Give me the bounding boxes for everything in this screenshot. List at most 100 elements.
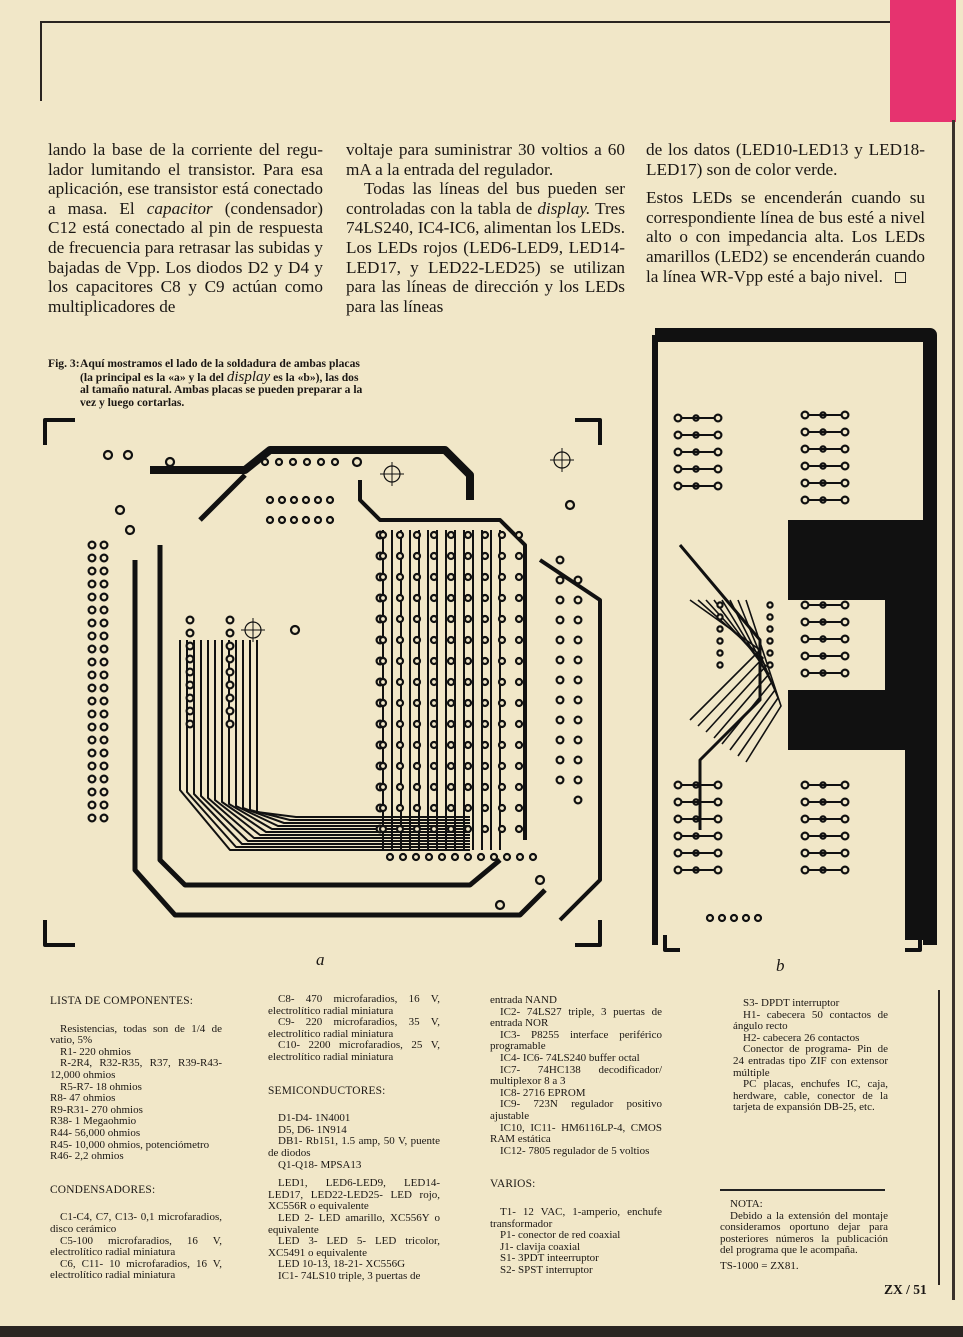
pcb-pad xyxy=(225,706,235,716)
pcb-pad xyxy=(555,735,565,745)
pcb-pad xyxy=(555,615,565,625)
pcb-pad xyxy=(713,865,723,875)
pcb-pad xyxy=(497,614,507,624)
pcb-pad xyxy=(429,782,439,792)
pcb-pad xyxy=(87,696,97,706)
pcb-pad xyxy=(573,755,583,765)
pcb-pad xyxy=(497,803,507,813)
pcb-pad xyxy=(514,677,524,687)
pcb-pad xyxy=(185,719,195,729)
pcb-pad xyxy=(351,456,363,468)
component-entry: R1- 220 ohmios xyxy=(60,1045,131,1058)
pcb-pad xyxy=(463,614,473,624)
pcb-trace xyxy=(241,618,265,642)
pcb-pad xyxy=(87,553,97,563)
pcb-pad xyxy=(463,852,473,862)
pcb-trace xyxy=(550,448,574,472)
pcb-trace xyxy=(242,640,470,824)
pcb-pad xyxy=(840,600,850,610)
pcb-pad xyxy=(225,693,235,703)
pcb-trace xyxy=(43,418,75,445)
pcb-pad xyxy=(673,831,683,841)
pcb-pad xyxy=(429,530,439,540)
pcb-pad xyxy=(378,719,388,729)
pcb-trace xyxy=(663,935,680,952)
pcb-pad xyxy=(555,715,565,725)
pcb-pad xyxy=(800,444,810,454)
component-entry: D5, D6- 1N914 xyxy=(278,1123,347,1136)
note-body: Debido a la extensión del montaje consid… xyxy=(720,1209,888,1257)
component-entry: C9- 220 microfaradios, 35 V, electrolíti… xyxy=(268,1016,440,1040)
pcb-pad xyxy=(480,551,490,561)
pcb-pad xyxy=(800,797,810,807)
pcb-pad xyxy=(114,504,126,516)
italic-term: capacitor xyxy=(146,198,213,218)
pcb-pad xyxy=(480,635,490,645)
pcb-pad xyxy=(800,410,810,420)
component-entry: R8- 47 ohmios xyxy=(50,1092,116,1105)
pcb-pad xyxy=(840,797,850,807)
pcb-pad xyxy=(99,748,109,758)
pcb-pad xyxy=(463,761,473,771)
pcb-pad xyxy=(429,593,439,603)
pcb-pad xyxy=(87,540,97,550)
component-entry: C5-100 microfaradios, 16 V, electrolític… xyxy=(50,1234,222,1259)
pcb-pad xyxy=(99,618,109,628)
pcb-pad xyxy=(753,913,763,923)
pcb-pad xyxy=(480,656,490,666)
component-entry: IC12- 7805 regulador de 5 voltios xyxy=(500,1144,650,1157)
pcb-pad xyxy=(87,813,97,823)
pcb-pad xyxy=(446,530,456,540)
pcb-pad xyxy=(800,478,810,488)
pcb-pad xyxy=(555,575,565,585)
component-entry: R38- 1 Megaohmio xyxy=(50,1115,137,1128)
component-entry: R46- 2,2 ohmios xyxy=(50,1150,124,1163)
pcb-pad xyxy=(378,593,388,603)
pcb-pad xyxy=(840,831,850,841)
pcb-pad xyxy=(429,740,439,750)
component-entry: D1-D4- 1N4001 xyxy=(278,1112,351,1125)
pcb-trace xyxy=(538,558,602,922)
component-entry: C6, C11- 10 microfaradios, 16 V, electro… xyxy=(50,1257,222,1282)
pcb-pad xyxy=(800,617,810,627)
pcb-pad xyxy=(800,600,810,610)
pcb-pad xyxy=(800,865,810,875)
pcb-pad xyxy=(99,566,109,576)
component-entry: S2- SPST interruptor xyxy=(500,1263,593,1276)
pcb-pad xyxy=(800,814,810,824)
pcb-pad xyxy=(87,748,97,758)
pcb-pad xyxy=(741,913,751,923)
component-entry: S1- 3PDT inteerruptor xyxy=(500,1252,599,1265)
pcb-pad xyxy=(378,572,388,582)
pcb-pad xyxy=(497,761,507,771)
pcb-pad xyxy=(99,605,109,615)
pcb-trace xyxy=(745,599,782,763)
pcb-pad xyxy=(840,651,850,661)
pcb-pad xyxy=(378,698,388,708)
pcb-pad xyxy=(412,803,422,813)
pcb-pad xyxy=(515,852,525,862)
pcb-pad xyxy=(429,572,439,582)
pcb-pad xyxy=(502,852,512,862)
pcb-pad xyxy=(514,593,524,603)
component-entry: H1- cabecera 50 contactos de ángulo rect… xyxy=(733,1008,888,1033)
board-a-label: a xyxy=(316,950,325,969)
pcb-pad xyxy=(185,667,195,677)
pcb-pad xyxy=(87,774,97,784)
pcb-pad xyxy=(446,635,456,645)
pcb-pad xyxy=(800,651,810,661)
component-entry: entrada NAND xyxy=(490,994,557,1006)
pcb-pad xyxy=(411,852,421,862)
pcb-pad xyxy=(87,722,97,732)
pcb-pad xyxy=(514,740,524,750)
pcb-trace xyxy=(358,480,527,840)
pcb-trace xyxy=(256,640,470,818)
pcb-pad xyxy=(429,677,439,687)
pcb-trace xyxy=(380,462,404,486)
pcb-pad xyxy=(395,530,405,540)
pcb-pad xyxy=(463,740,473,750)
pcb-pad xyxy=(378,551,388,561)
pcb-pad xyxy=(713,780,723,790)
pcb-pad xyxy=(573,695,583,705)
pcb-pad xyxy=(840,865,850,875)
